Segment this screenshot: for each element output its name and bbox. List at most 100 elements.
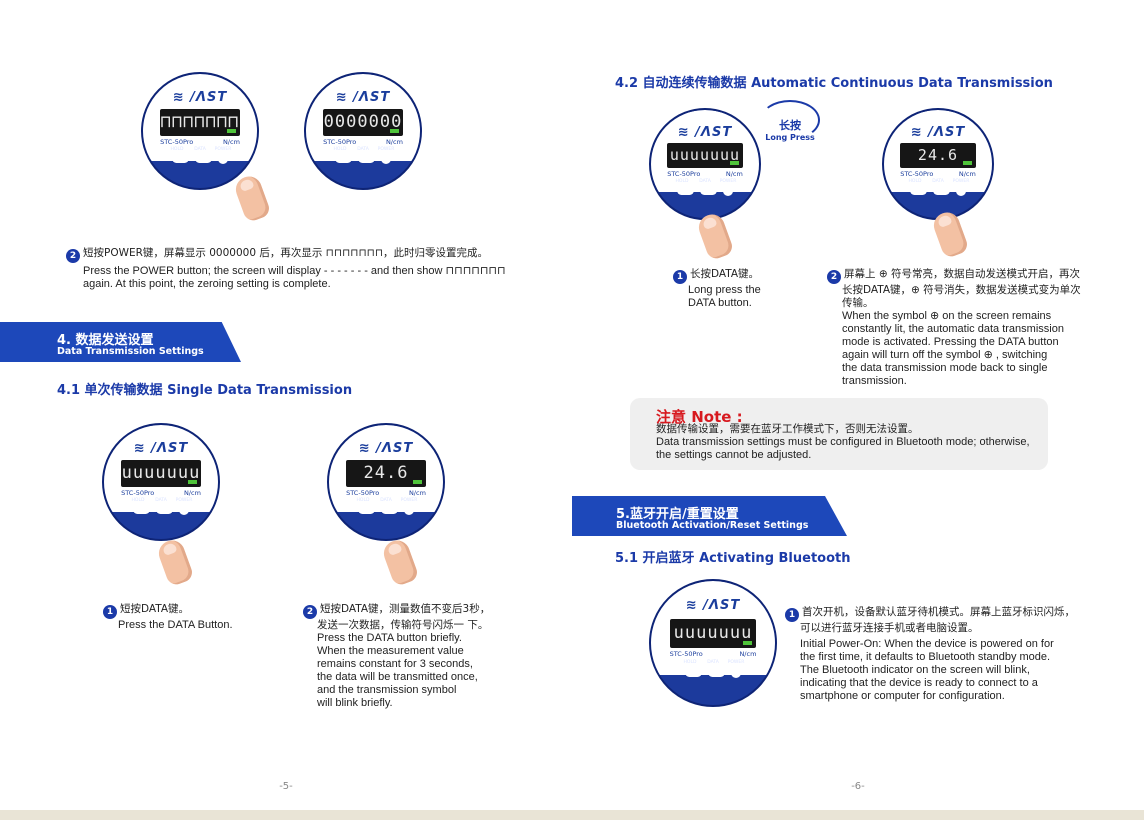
banner-title-en: Bluetooth Activation/Reset Settings — [616, 520, 809, 531]
data-label: DATA — [932, 179, 944, 185]
finger-press-icon — [380, 536, 420, 588]
device-model: STC-50Pro — [667, 170, 701, 179]
page-6: 4.2 自动连续传输数据 Automatic Continuous Data T… — [572, 0, 1144, 810]
hold-button — [172, 154, 189, 164]
hold-button — [133, 505, 150, 515]
device-unit: N/cm — [725, 170, 743, 179]
step-number-badge: 2 — [66, 249, 80, 263]
finger-press-icon — [155, 536, 195, 588]
hold-button — [358, 505, 375, 515]
device-logo: ≋ /ΛST — [335, 89, 391, 105]
device-model: STC-50Pro — [323, 137, 357, 146]
device-unit: N/cm — [739, 650, 757, 659]
en-line: will blink briefly. — [317, 697, 393, 709]
en-line: again will turn off the symbol ⊕ , switc… — [842, 349, 1048, 361]
step-number-badge: 2 — [303, 605, 317, 619]
step-4-2-1-en: Long press the DATA button. — [673, 284, 783, 310]
device-logo: ≋ /ΛST — [677, 125, 733, 141]
step-4-1-2-en: Press the DATA button briefly. When the … — [303, 632, 503, 710]
device-unit: N/cm — [408, 488, 426, 497]
finger-press-icon — [695, 210, 735, 262]
step-number-badge: 1 — [673, 270, 687, 284]
step-number-badge: 2 — [827, 270, 841, 284]
step-4-1-2-zh-1: 短按DATA键，测量数值不变后3秒， — [320, 603, 491, 615]
device-logo: ≋ /ΛST — [358, 440, 414, 456]
device-logo: ≋ /ΛST — [172, 89, 228, 105]
hold-label: HOLD — [356, 497, 370, 503]
device-lcd: 24.6 — [346, 460, 426, 487]
hold-button — [335, 154, 352, 164]
device-unit: N/cm — [183, 488, 201, 497]
note-title: 注意 Note : — [656, 408, 743, 426]
section-banner-5: 5.蓝牙开启/重置设置 Bluetooth Activation/Reset S… — [572, 496, 847, 536]
device-lcd: 24.6 — [900, 143, 976, 169]
step-4-2-2-zh-3: 传输。 — [842, 297, 874, 309]
finger-press-icon — [930, 208, 970, 260]
data-label: DATA — [194, 146, 206, 152]
en-line: Initial Power-On: When the device is pow… — [800, 638, 1054, 650]
note-en: Data transmission settings must be confi… — [656, 436, 1046, 462]
en-line: Data transmission settings must be confi… — [656, 436, 1030, 448]
hold-label: HOLD — [131, 497, 145, 503]
section-heading-4-2: 4.2 自动连续传输数据 Automatic Continuous Data T… — [615, 76, 1053, 91]
note-body: 数据传输设置，需要在蓝牙工作模式下，否则无法设置。 Data transmiss… — [656, 423, 1046, 462]
device-lcd: uuuuuuu — [669, 619, 757, 648]
data-button — [700, 186, 717, 196]
data-label: DATA — [357, 146, 369, 152]
power-button — [381, 153, 391, 164]
en-line: smartphone or computer for configuration… — [800, 690, 1005, 702]
data-label: DATA — [699, 179, 711, 185]
long-press-arrow-icon — [760, 100, 820, 140]
long-press-label: 长按 Long Press — [762, 117, 818, 142]
device-lcd: uuuuuuu — [667, 143, 743, 169]
long-press-zh: 长按 — [779, 119, 801, 132]
power-button — [956, 185, 966, 196]
power-label: POWER — [377, 146, 395, 152]
device-lcd: uuuuuuu — [121, 460, 201, 487]
en-line: When the measurement value — [317, 645, 464, 657]
en-line: Long press the — [688, 284, 761, 296]
power-label: POWER — [175, 497, 193, 503]
hold-label: HOLD — [170, 146, 184, 152]
power-button — [179, 504, 189, 515]
device-lcd: ⊓⊓⊓⊓⊓⊓⊓ — [160, 109, 240, 136]
power-label: POWER — [952, 179, 970, 185]
device-unit: N/cm — [385, 137, 403, 146]
data-button — [156, 505, 173, 515]
finger-press-icon — [232, 172, 272, 224]
step-4-2-1-zh: 长按DATA键。 — [690, 268, 760, 280]
en-line: the data transmission mode back to singl… — [842, 362, 1048, 374]
data-label: DATA — [155, 497, 167, 503]
en-line: the first time, it defaults to Bluetooth… — [800, 651, 1051, 663]
en-line: transmission. — [842, 375, 907, 387]
device-model: STC-50Pro — [346, 488, 380, 497]
en-line: the data will be transmitted once, — [317, 671, 478, 683]
en-line: constantly lit, the automatic data trans… — [842, 323, 1064, 335]
hold-button — [685, 668, 702, 678]
en-line: the settings cannot be adjusted. — [656, 449, 812, 461]
step-4-2-2-en: When the symbol ⊕ on the screen remains … — [827, 310, 1107, 388]
hold-label: HOLD — [908, 179, 922, 185]
step-4-1-2-zh-2: 发送一次数据，传输符号闪烁一 下。 — [317, 619, 489, 631]
step-4-2-2-zh-2: 长按DATA键，⊕ 符号消失，数据发送模式变为单次 — [842, 284, 1081, 296]
banner-title-en: Data Transmission Settings — [57, 346, 204, 357]
hold-button — [677, 186, 694, 196]
device-logo: ≋ /ΛST — [685, 598, 741, 614]
hold-button — [910, 186, 927, 196]
note-box: 注意 Note : 数据传输设置，需要在蓝牙工作模式下，否则无法设置。 Data… — [630, 398, 1048, 470]
step-4-2-2-zh-1: 屏幕上 ⊕ 符号常亮，数据自动发送模式开启，再次 — [844, 268, 1080, 280]
en-line: Press the DATA button briefly. — [317, 632, 462, 644]
data-label: DATA — [380, 497, 392, 503]
step-zeroing-en: Press the POWER button; the screen will … — [83, 265, 506, 290]
data-label: DATA — [707, 660, 719, 666]
page-5: ≋ /ΛST ⊓⊓⊓⊓⊓⊓⊓ STC-50Pro N/cm HOLD DATA PO… — [0, 0, 572, 810]
device-model: STC-50Pro — [900, 170, 934, 179]
